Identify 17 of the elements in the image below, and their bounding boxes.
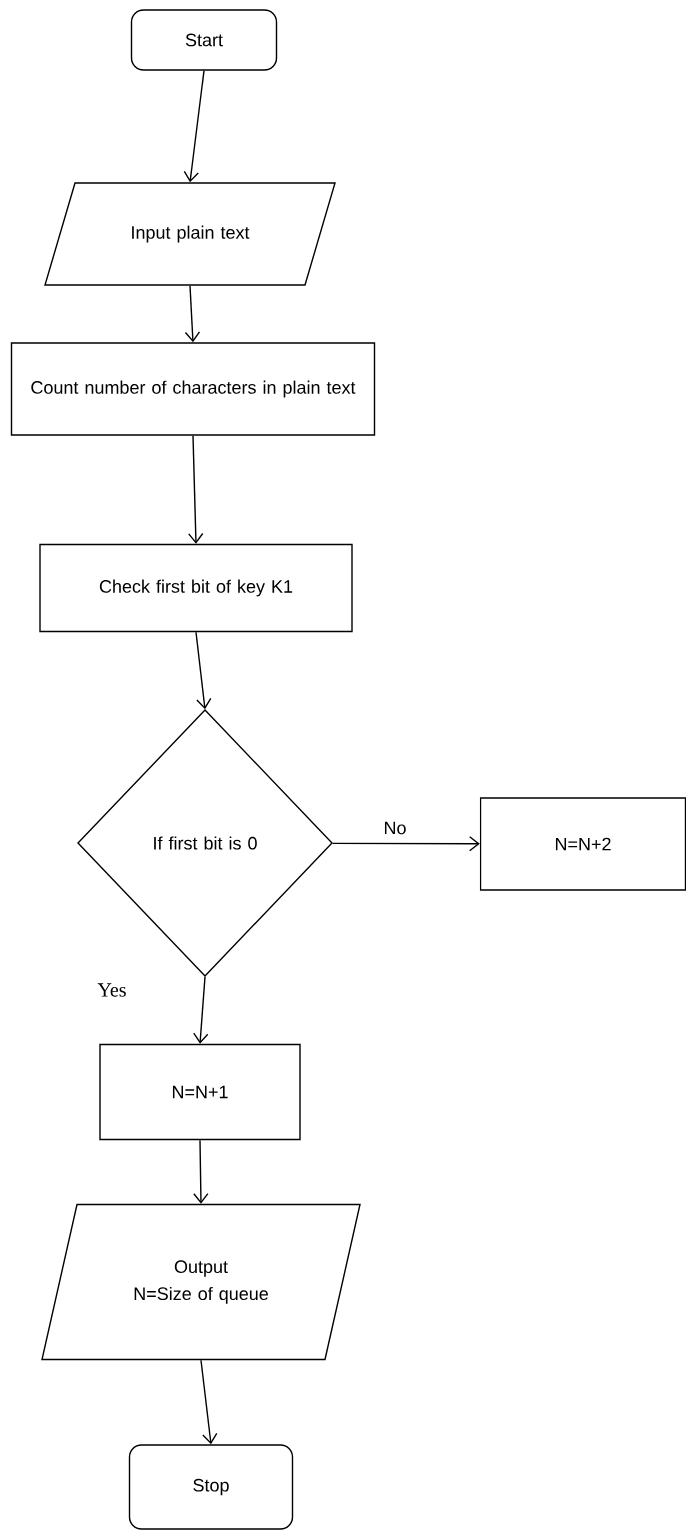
terminal-box: Start [130, 9, 278, 71]
arrow [195, 631, 212, 710]
arrow [184, 285, 201, 343]
arrow [200, 1359, 218, 1445]
arrow [193, 1139, 209, 1204]
arrow [188, 435, 204, 544]
arrow [332, 836, 480, 852]
process-box: N=N+1 [99, 1043, 301, 1141]
arrow [193, 976, 209, 1044]
arrow [183, 70, 205, 183]
process-box: N=N+2 [479, 797, 686, 891]
process-box: Count number of characters in plain text [10, 342, 376, 436]
terminal-box: Stop [128, 1444, 294, 1530]
process-box: Check first bit of key K1 [39, 543, 353, 633]
io-parallelogram: Output N=Size of queue [41, 1203, 361, 1361]
io-parallelogram: Input plain text [44, 182, 336, 286]
edge-label: Yes [96, 982, 128, 998]
